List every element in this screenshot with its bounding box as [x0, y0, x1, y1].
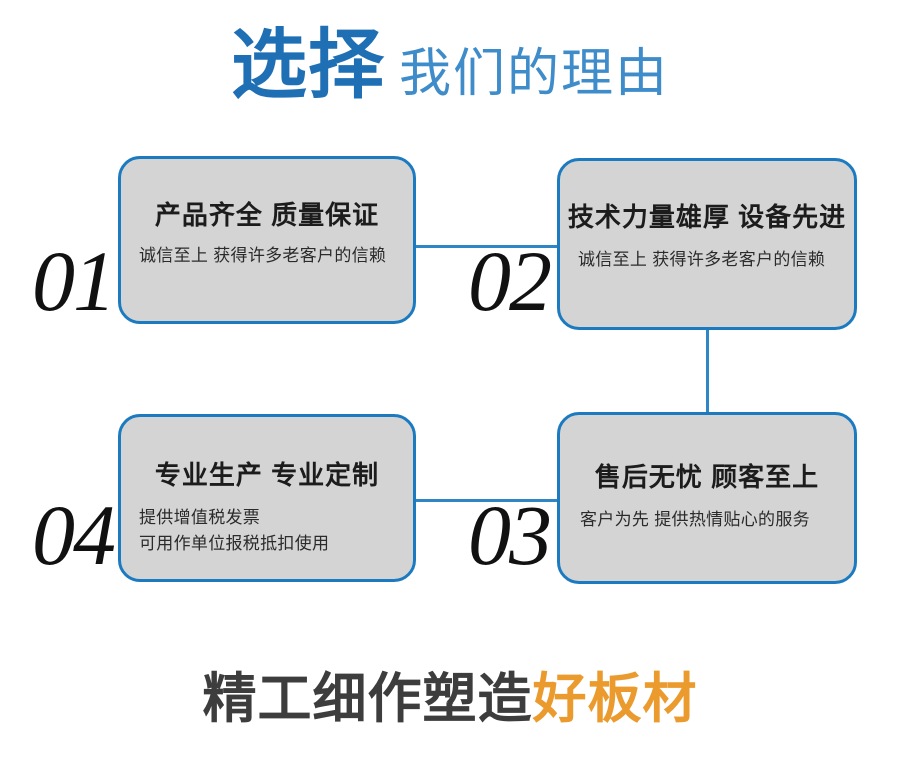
reason-card-04[interactable]: 专业生产 专业定制 提供增值税发票 可用作单位报税抵扣使用 [118, 414, 416, 582]
reason-card-02-title: 技术力量雄厚 设备先进 [567, 202, 847, 232]
footer-slogan-accent: 好板材 [532, 669, 698, 729]
reason-card-03-title: 售后无忧 顾客至上 [594, 462, 820, 492]
reason-card-02[interactable]: 技术力量雄厚 设备先进 诚信至上 获得许多老客户的信赖 [557, 158, 857, 330]
reason-card-04-number: 04 [32, 487, 116, 583]
reason-card-02-number: 02 [468, 233, 552, 329]
reason-card-04-body: 提供增值税发票 可用作单位报税抵扣使用 [139, 508, 330, 554]
reason-card-03-body: 客户为先 提供热情贴心的服务 [580, 510, 810, 529]
reason-card-01-title: 产品齐全 质量保证 [154, 200, 380, 230]
page-title: 选择我们的理由 [0, 28, 900, 104]
reason-card-01[interactable]: 产品齐全 质量保证 诚信至上 获得许多老客户的信赖 [118, 156, 416, 324]
reason-card-04-title: 专业生产 专业定制 [154, 460, 380, 490]
connector-line-01-to-02 [413, 245, 561, 248]
reason-card-01-body: 诚信至上 获得许多老客户的信赖 [139, 246, 387, 265]
reason-card-03-number: 03 [468, 487, 552, 583]
reason-card-02-body: 诚信至上 获得许多老客户的信赖 [578, 250, 826, 269]
reason-card-01-number: 01 [32, 233, 116, 329]
page-title-rest: 我们的理由 [398, 45, 669, 103]
reason-card-03[interactable]: 售后无忧 顾客至上 客户为先 提供热情贴心的服务 [557, 412, 857, 584]
footer-slogan-lead: 精工细作塑造 [202, 669, 533, 729]
page-title-emphasis: 选择 [230, 23, 385, 108]
connector-line-02-to-03 [706, 328, 709, 414]
connector-line-04-to-03 [413, 499, 561, 502]
footer-slogan: 精工细作塑造好板材 [0, 672, 900, 726]
